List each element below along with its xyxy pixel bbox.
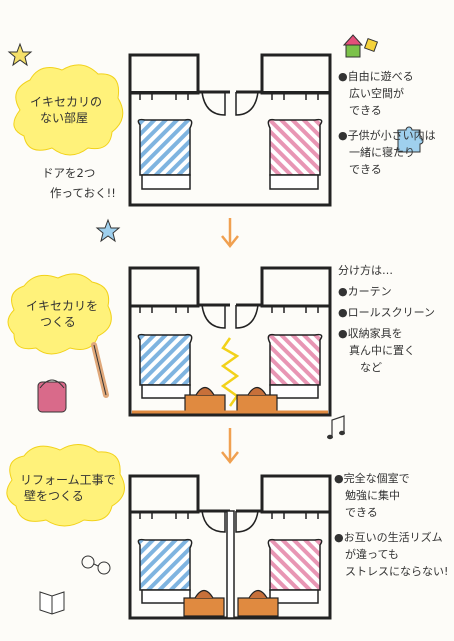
glasses-icon xyxy=(81,555,111,575)
note-line: 分け方は… xyxy=(338,264,393,277)
note-line: ●カーテン xyxy=(338,285,392,299)
puzzle-piece-icon xyxy=(397,126,424,153)
star-icon xyxy=(7,42,33,67)
note-line: 勉強に集中 xyxy=(334,489,400,503)
bubble-2-line: つくる xyxy=(40,315,76,330)
note-line: ●完全な個室で xyxy=(334,472,410,485)
note-line: が違っても xyxy=(334,548,399,562)
panel-1-notes: ●自由に遊べる 広い空間が できる ●子供が小さい内は 一緒に寝たり できる xyxy=(338,68,436,178)
note-line: ストレスにならない! xyxy=(334,565,449,579)
panel-2-notes: 分け方は… ●カーテン ●ロールスクリーン ●収納家具を 真ん中に置く など xyxy=(338,262,435,376)
panel-1-room xyxy=(128,53,332,207)
panel-2-room xyxy=(128,266,332,417)
panel-3-notes: ●完全な個室で 勉強に集中 できる ●お互いの生活リズム が違っても ストレスに… xyxy=(334,470,448,580)
panel-1-subnote: ドアを2つ 作っておく!! xyxy=(42,166,116,201)
bubble-1-line: イキセカリの xyxy=(30,95,103,109)
bubble-3 xyxy=(6,444,125,527)
panel-3-room xyxy=(128,474,332,620)
bubble-3-text: リフォーム工事で 壁をつくる xyxy=(20,472,116,504)
bubble-3-line: 壁をつくる xyxy=(24,489,84,504)
star-icon xyxy=(95,218,121,243)
note-line: ●収納家具を xyxy=(338,327,403,341)
bubble-2-line: イキセカリを xyxy=(26,299,99,313)
note-line: 広い空間が xyxy=(338,87,404,101)
note-line: など xyxy=(338,361,382,375)
bubble-1 xyxy=(13,64,124,156)
music-note-icon xyxy=(327,415,345,440)
note-line: 真ん中に置く xyxy=(338,344,415,358)
subnote-line: 作っておく!! xyxy=(50,186,116,201)
arrow-down-icon xyxy=(221,218,239,249)
toy-blocks-icon xyxy=(342,34,379,58)
note-line: できる xyxy=(338,104,382,118)
note-line: できる xyxy=(338,163,382,177)
arrow-down-icon xyxy=(221,428,239,465)
bubble-3-line: リフォーム工事で xyxy=(20,473,116,487)
note-line: ●自由に遊べる xyxy=(338,70,414,83)
backpack-icon xyxy=(37,379,67,413)
note-line: ●ロールスクリーン xyxy=(338,306,436,320)
bubble-2 xyxy=(7,273,112,355)
note-line: 一緒に寝たり xyxy=(338,146,415,160)
bubble-1-line: ない部屋 xyxy=(40,111,89,126)
bubble-2-text: イキセカリを つくる xyxy=(26,298,98,330)
book-icon xyxy=(39,591,65,615)
recorder-flute-icon xyxy=(91,342,109,398)
subnote-line: ドアを2つ xyxy=(42,166,96,180)
note-line: できる xyxy=(334,506,378,520)
note-line: ●お互いの生活リズム xyxy=(334,531,443,545)
bubble-1-text: イキセカリの ない部屋 xyxy=(30,94,102,126)
note-line: ●子供が小さい内は xyxy=(338,129,436,143)
